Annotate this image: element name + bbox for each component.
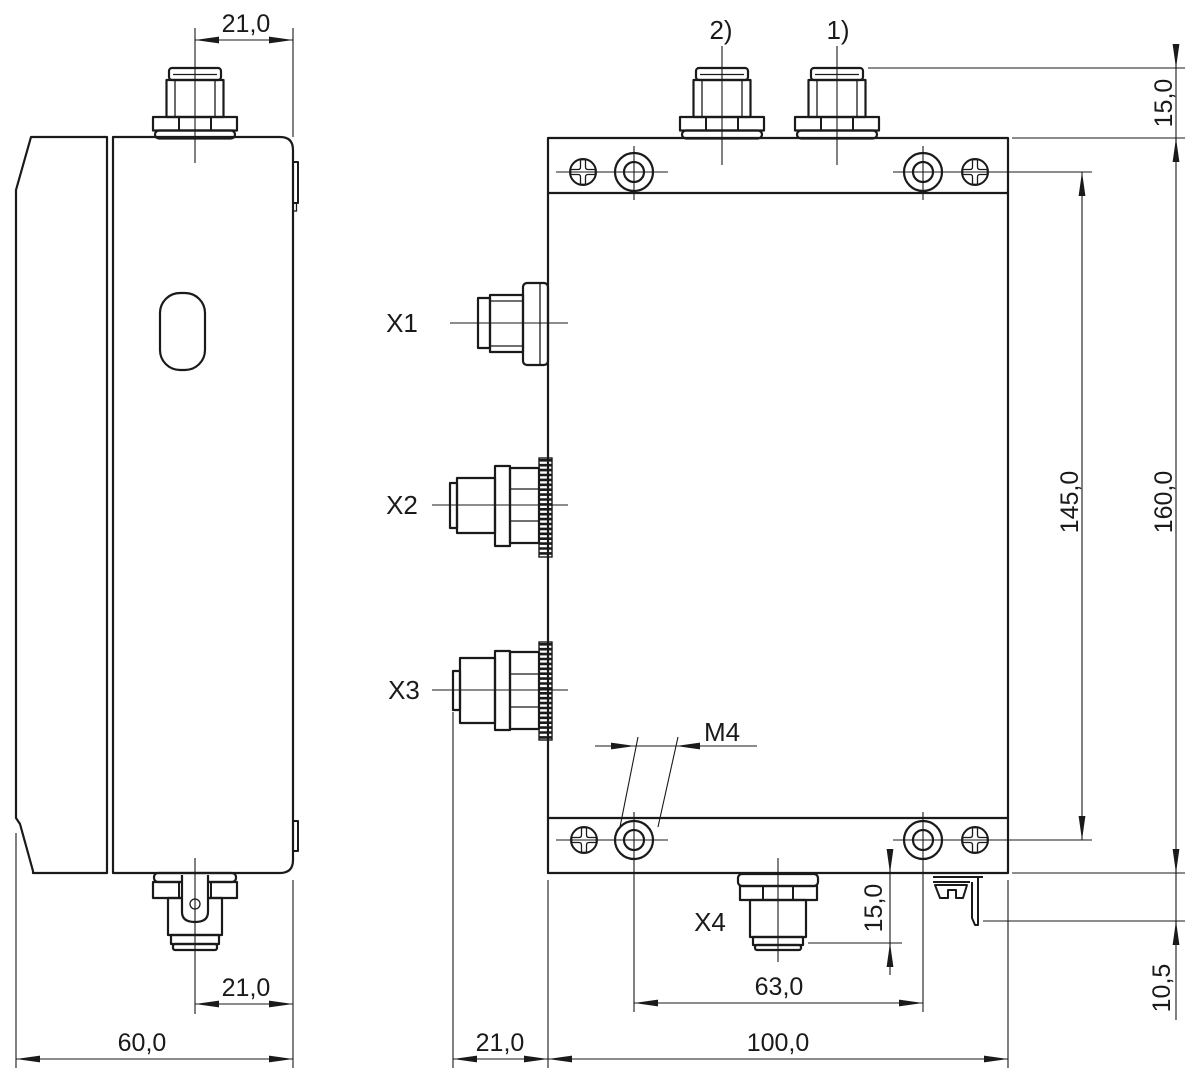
callout-note-1: 1): [826, 15, 849, 45]
side-bottom-connector: [151, 858, 239, 1014]
dim-hole-spacing-v-value: 145,0: [1056, 471, 1084, 534]
front-view: 2) 1) X1 X2: [386, 15, 1185, 1068]
side-top-connector: [151, 28, 239, 163]
dim-housing-height-value: 160,0: [1150, 471, 1178, 534]
connector-x1: [450, 281, 568, 367]
dim-x4-protrusion-value: 15,0: [860, 884, 888, 933]
dim-clip-offset-value: 10,5: [1148, 964, 1176, 1013]
label-x3: X3: [388, 675, 420, 705]
dim-side-bottom-offset: 21,0: [195, 880, 294, 1068]
side-cutout-oval: [158, 291, 207, 372]
front-housing-outline: [546, 136, 1010, 875]
dim-x3-protrusion-value: 21,0: [476, 1029, 525, 1057]
side-rail-clip-tab-top: [292, 161, 299, 204]
connector-x3: [432, 641, 568, 741]
side-rail-clip-latch-top: [292, 202, 298, 212]
dim-housing-width-value: 100,0: [747, 1029, 810, 1057]
dim-top-protrusion-value: 15,0: [1150, 79, 1178, 128]
front-top-connector-1: [793, 46, 881, 165]
connector-x2: [432, 457, 568, 558]
dim-x4-protrusion: 15,0: [808, 849, 902, 975]
dim-hole-spacing-h: 63,0: [634, 973, 923, 1007]
front-mounting-hardware: [556, 146, 1092, 1012]
dim-side-top-offset: 21,0: [195, 10, 294, 137]
label-x2: X2: [386, 490, 418, 520]
dim-hole-spacing-h-value: 63,0: [755, 973, 804, 1001]
callout-m4-thread: M4: [595, 717, 757, 828]
connector-x4: [736, 858, 820, 962]
dim-side-depth-value: 60,0: [118, 1029, 167, 1057]
dim-side-depth: 60,0: [15, 833, 293, 1068]
side-view: 21,0 21,0 60,0: [14, 10, 299, 1068]
side-rail-clip-tab-bottom: [292, 820, 299, 852]
dim-bottom-widths: 21,0 100,0: [452, 712, 1009, 1068]
side-housing-outline: [111, 135, 295, 875]
front-top-connector-2: [678, 46, 766, 165]
dim-side-bottom-offset-value: 21,0: [222, 974, 271, 1002]
label-x4: X4: [694, 907, 726, 937]
callout-m4-value: M4: [704, 717, 740, 747]
dim-right-stack: 15,0 145,0 160,0 10,5: [868, 44, 1185, 1020]
side-mounting-plate-outline: [14, 135, 109, 875]
front-rail-clip: [933, 876, 983, 926]
callout-note-2: 2): [709, 15, 732, 45]
label-x1: X1: [386, 308, 418, 338]
dim-side-top-offset-value: 21,0: [222, 10, 271, 38]
